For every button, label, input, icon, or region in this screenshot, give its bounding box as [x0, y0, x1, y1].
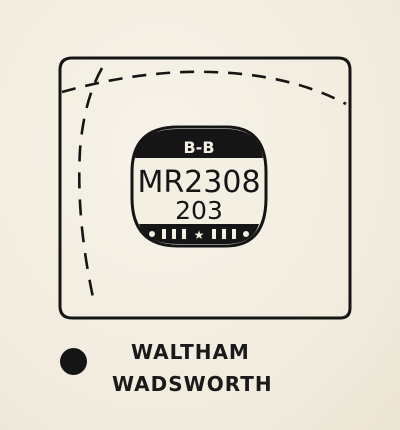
- seal-top-letters: B-B: [183, 138, 214, 157]
- seal-star-icon: ★: [194, 228, 205, 242]
- seal-stamp: B-B MR2308 203 ★: [130, 125, 268, 248]
- caption-line-2: WADSWORTH: [112, 372, 273, 396]
- seal-number: 203: [175, 196, 223, 225]
- black-dot-icon: [60, 348, 87, 375]
- seal-code: MR2308: [137, 165, 260, 200]
- caption-line-1: WALTHAM: [131, 340, 250, 364]
- seal-bottom-pattern: ★: [149, 228, 249, 242]
- dashed-side-curve: [77, 67, 104, 303]
- caption: WALTHAM WADSWORTH: [60, 340, 360, 410]
- dashed-barrel-arc: [61, 70, 347, 106]
- movement-outline: [58, 56, 352, 320]
- seal-top-band: [135, 129, 263, 158]
- seal-bottom-band: [139, 224, 259, 244]
